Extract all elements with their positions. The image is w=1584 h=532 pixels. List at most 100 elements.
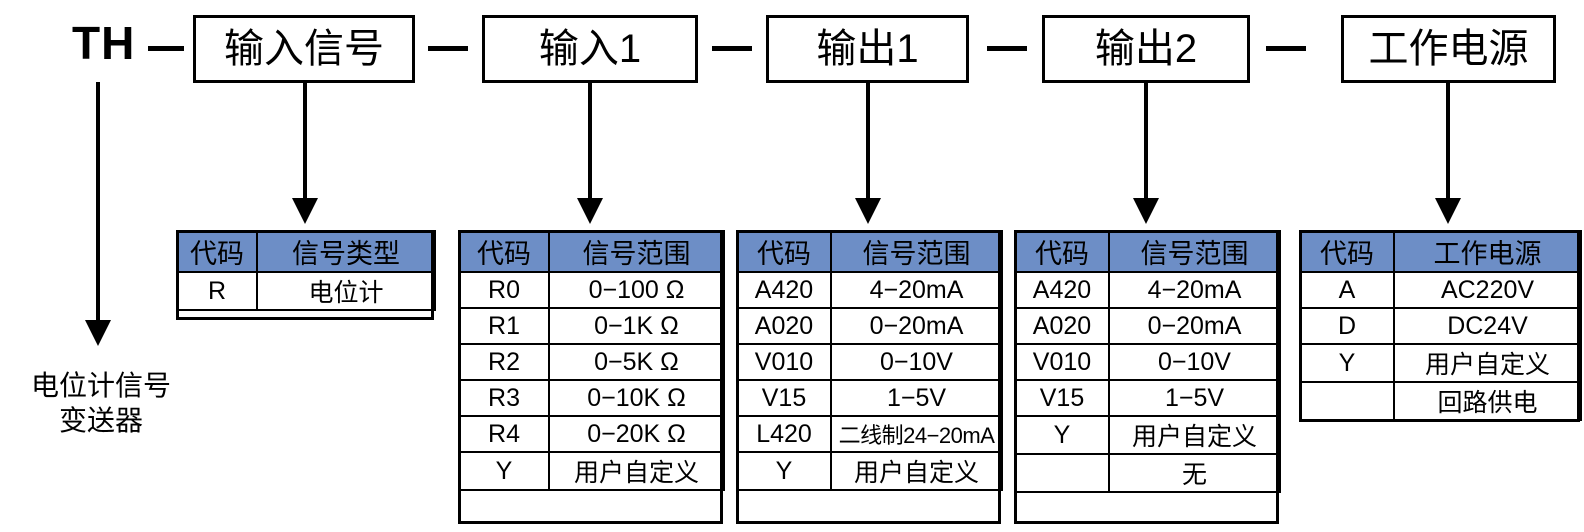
cell-value: DC24V: [1393, 307, 1582, 345]
table-power-supply: 代码 工作电源 A AC220V D DC24V Y 用户自定义 回路供电: [1299, 230, 1582, 421]
table-header-row: 代码 信号范围: [458, 230, 725, 273]
table-row: V010 0−10V: [736, 343, 1003, 381]
cell-code: Y: [1299, 343, 1395, 383]
segment-box-input1: 输入1: [482, 15, 698, 83]
cell-code: R: [176, 271, 258, 311]
cell-code: Y: [736, 451, 832, 491]
cell-code: L420: [736, 415, 832, 453]
connector-line-input-signal: [303, 82, 307, 200]
cell-code: V010: [736, 343, 832, 381]
segment-label-input-signal: 输入信号: [224, 27, 384, 71]
table-row: Y 用户自定义: [458, 451, 725, 491]
column-header-code: 代码: [458, 230, 550, 273]
table-input1-range: 代码 信号范围 R0 0−100 Ω R1 0−1K Ω R2 0−5K Ω R…: [458, 230, 725, 491]
cell-code: R3: [458, 379, 550, 417]
cell-value: 电位计: [256, 271, 436, 311]
cell-value: 0−5K Ω: [548, 343, 725, 381]
cell-value: 0−20mA: [830, 307, 1003, 345]
cell-code-empty: [1014, 453, 1110, 493]
product-caption: 电位计信号 变送器: [6, 368, 196, 438]
segment-box-power-supply: 工作电源: [1341, 15, 1556, 83]
cell-value: 二线制24−20mA: [830, 415, 1003, 453]
cell-code: A020: [1014, 307, 1110, 345]
segment-label-power-supply: 工作电源: [1368, 27, 1529, 71]
column-header-value: 工作电源: [1393, 230, 1582, 273]
table-row: A020 0−20mA: [1014, 307, 1281, 345]
cell-value: 4−20mA: [830, 271, 1003, 309]
cell-value: 0−10V: [1108, 343, 1281, 381]
table-row: A420 4−20mA: [736, 271, 1003, 309]
column-header-code: 代码: [1299, 230, 1395, 273]
table-signal-type: 代码 信号类型 R 电位计: [176, 230, 436, 311]
cell-code: V15: [736, 379, 832, 417]
cell-code: D: [1299, 307, 1395, 345]
segment-label-output1: 输出1: [816, 27, 919, 71]
connector-arrow-output1: [855, 198, 881, 224]
connector-line-power-supply: [1446, 82, 1450, 200]
table-header-row: 代码 工作电源: [1299, 230, 1582, 273]
cell-code: Y: [458, 451, 550, 491]
cell-value: 用户自定义: [1393, 343, 1582, 383]
table-row: A420 4−20mA: [1014, 271, 1281, 309]
table-output2-range: 代码 信号范围 A420 4−20mA A020 0−20mA V010 0−1…: [1014, 230, 1281, 493]
segment-label-input1: 输入1: [538, 27, 642, 71]
table-row: R1 0−1K Ω: [458, 307, 725, 345]
cell-value: 0−20K Ω: [548, 415, 725, 453]
cell-value: 用户自定义: [830, 451, 1003, 491]
column-header-value: 信号类型: [256, 230, 436, 273]
cell-code: R2: [458, 343, 550, 381]
connector-line-output1: [866, 82, 870, 200]
table-header-row: 代码 信号范围: [736, 230, 1003, 273]
column-header-value: 信号范围: [1108, 230, 1281, 273]
cell-value: 回路供电: [1393, 381, 1582, 421]
table-row: Y 用户自定义: [1299, 343, 1582, 383]
segment-box-input-signal: 输入信号: [193, 15, 415, 83]
table-row: 回路供电: [1299, 381, 1582, 421]
caption-line-1: 电位计信号: [30, 370, 171, 401]
cell-code: V010: [1014, 343, 1110, 381]
cell-code: A: [1299, 271, 1395, 309]
cell-code: A420: [736, 271, 832, 309]
connector-arrow-input-signal: [292, 198, 318, 224]
cell-value: 用户自定义: [1108, 415, 1281, 455]
connector-line-input1: [588, 82, 592, 200]
table-row: A AC220V: [1299, 271, 1582, 309]
connector-arrow-power-supply: [1435, 198, 1461, 224]
cell-value: 用户自定义: [548, 451, 725, 491]
connector-arrow-prefix: [85, 320, 111, 346]
table-row: A020 0−20mA: [736, 307, 1003, 345]
cell-value: 0−1K Ω: [548, 307, 725, 345]
cell-code: Y: [1014, 415, 1110, 455]
table-row: V010 0−10V: [1014, 343, 1281, 381]
table-row: R 电位计: [176, 271, 436, 311]
connector-line-output2: [1144, 82, 1148, 200]
table-row: Y 用户自定义: [736, 451, 1003, 491]
separator-dash-0: [148, 46, 184, 51]
cell-code: A420: [1014, 271, 1110, 309]
table-output1-range: 代码 信号范围 A420 4−20mA A020 0−20mA V010 0−1…: [736, 230, 1003, 491]
table-row: D DC24V: [1299, 307, 1582, 345]
cell-value: AC220V: [1393, 271, 1582, 309]
model-prefix-TH: TH: [72, 17, 136, 69]
cell-value: 1−5V: [830, 379, 1003, 417]
segment-box-output1: 输出1: [766, 15, 969, 83]
cell-value: 无: [1108, 453, 1281, 493]
connector-arrow-input1: [577, 198, 603, 224]
table-row: R4 0−20K Ω: [458, 415, 725, 453]
segment-box-output2: 输出2: [1042, 15, 1250, 83]
column-header-code: 代码: [176, 230, 258, 273]
column-header-code: 代码: [1014, 230, 1110, 273]
table-row: 无: [1014, 453, 1281, 493]
table-row: R3 0−10K Ω: [458, 379, 725, 417]
cell-value: 0−10V: [830, 343, 1003, 381]
table-row: V15 1−5V: [1014, 379, 1281, 417]
cell-code: R0: [458, 271, 550, 309]
cell-value: 0−20mA: [1108, 307, 1281, 345]
separator-dash-4: [1266, 46, 1306, 51]
cell-code: A020: [736, 307, 832, 345]
separator-dash-3: [987, 46, 1027, 51]
caption-line-2: 变送器: [58, 405, 143, 436]
separator-dash-1: [428, 46, 468, 51]
cell-code: R1: [458, 307, 550, 345]
